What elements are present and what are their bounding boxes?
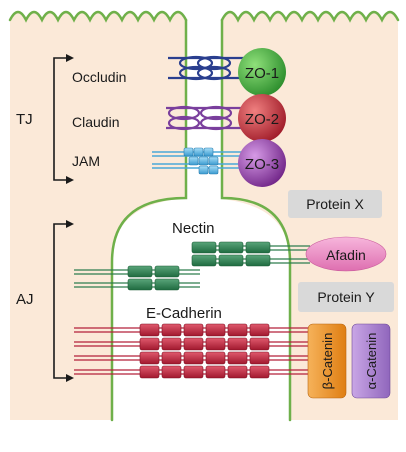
protein-x-box: Protein X — [288, 190, 382, 218]
left-microvilli-membrane — [8, 10, 188, 23]
membranes — [8, 10, 400, 422]
nectin-label: Nectin — [172, 220, 215, 237]
aj-bracket-arrow-top — [66, 220, 74, 228]
beta-catenin-protein: β-Catenin — [307, 323, 347, 399]
occludin-strands — [168, 55, 250, 81]
aj-bracket — [53, 223, 70, 379]
tj-label: TJ — [16, 111, 33, 128]
aj-label: AJ — [16, 291, 34, 308]
protein-y-box: Protein Y — [298, 282, 394, 312]
zo2-protein: ZO-2 — [238, 94, 286, 142]
tj-bracket-arrow-bottom — [66, 176, 74, 184]
right-microvilli-membrane — [220, 10, 400, 23]
zo3-protein: ZO-3 — [238, 139, 286, 187]
tj-bracket-arrow-top — [66, 54, 74, 62]
jam-complex — [152, 147, 250, 175]
claudin-strands — [166, 105, 250, 131]
nectin-complex — [74, 241, 310, 291]
intercellular-dome — [112, 198, 290, 420]
right-lateral-membrane — [220, 18, 292, 422]
claudin-label: Claudin — [72, 114, 119, 130]
tj-bracket — [53, 57, 70, 181]
e-cadherin-complex — [74, 323, 310, 379]
left-lateral-membrane — [110, 18, 188, 422]
protein-x-label: Protein X — [306, 196, 364, 212]
afadin-label: Afadin — [326, 247, 366, 263]
brackets — [53, 54, 74, 382]
zo1-protein: ZO-1 — [238, 48, 286, 96]
zo3-label: ZO-3 — [245, 156, 279, 173]
alpha-catenin-label: α-Catenin — [364, 333, 379, 390]
e-cadherin-label: E-Cadherin — [146, 305, 222, 322]
zo1-label: ZO-1 — [245, 65, 279, 82]
jam-label: JAM — [72, 153, 100, 169]
afadin-protein: Afadin — [305, 236, 387, 272]
zo2-label: ZO-2 — [245, 111, 279, 128]
aj-bracket-arrow-bottom — [66, 374, 74, 382]
beta-catenin-label: β-Catenin — [320, 333, 335, 390]
alpha-catenin-protein: α-Catenin — [351, 323, 391, 399]
occludin-label: Occludin — [72, 69, 126, 85]
protein-y-label: Protein Y — [317, 289, 375, 305]
